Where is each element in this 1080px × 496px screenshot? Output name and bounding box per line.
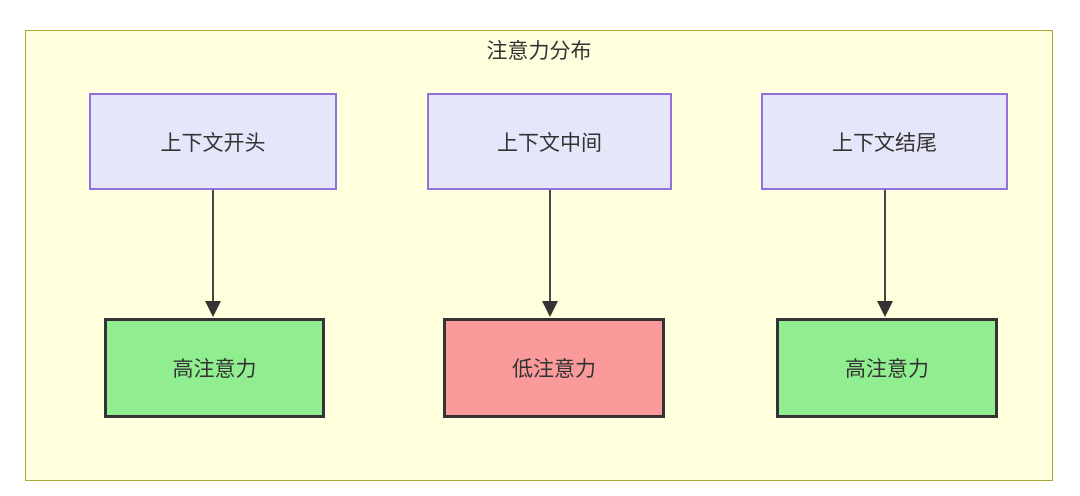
node-label: 上下文中间 bbox=[497, 131, 602, 155]
node-high-attention-beginning[interactable]: 高注意力 bbox=[104, 318, 325, 418]
node-context-middle[interactable]: 上下文中间 bbox=[427, 93, 672, 190]
node-label: 高注意力 bbox=[172, 358, 257, 381]
node-high-attention-end[interactable]: 高注意力 bbox=[776, 318, 998, 418]
node-low-attention-middle[interactable]: 低注意力 bbox=[443, 318, 665, 418]
node-label: 上下文结尾 bbox=[832, 131, 937, 155]
node-context-beginning[interactable]: 上下文开头 bbox=[89, 93, 337, 190]
node-label: 高注意力 bbox=[845, 358, 929, 381]
node-label: 上下文开头 bbox=[160, 131, 266, 155]
node-label: 低注意力 bbox=[512, 358, 596, 381]
node-context-end[interactable]: 上下文结尾 bbox=[761, 93, 1008, 190]
subgraph-title: 注意力分布 bbox=[486, 40, 592, 63]
